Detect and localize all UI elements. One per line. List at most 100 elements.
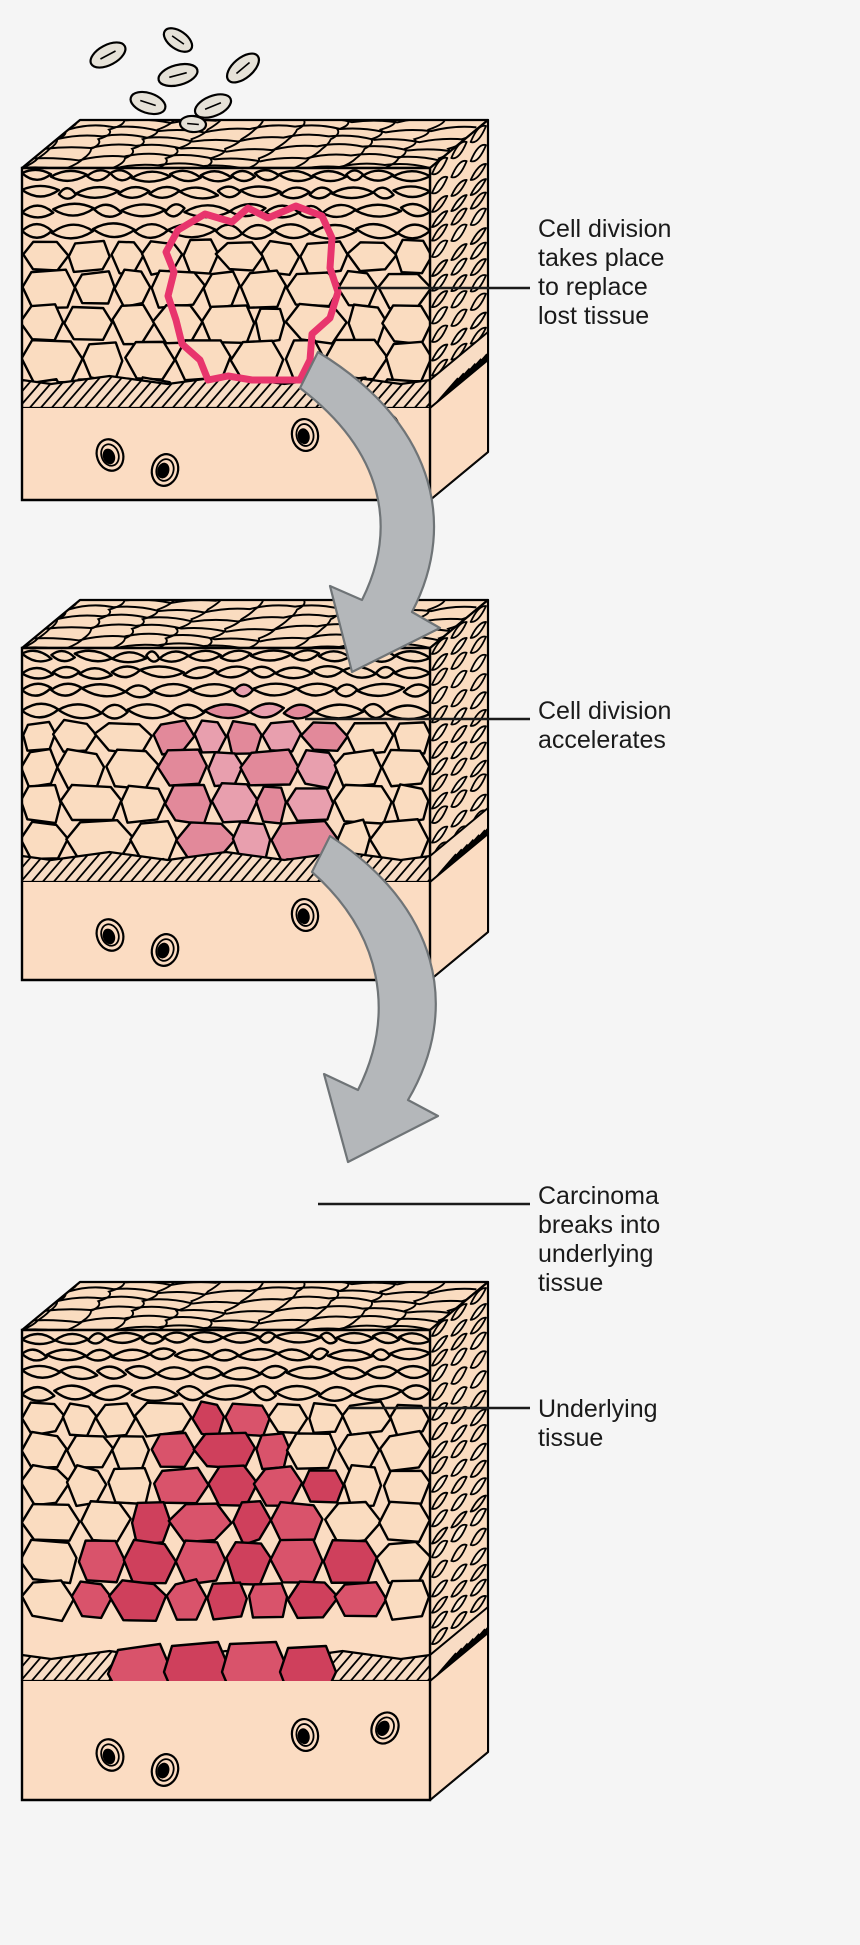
abnormal-cell — [77, 1539, 127, 1584]
epithelial-cell — [110, 651, 148, 664]
epithelial-cell — [22, 240, 70, 272]
epithelial-cell — [148, 1347, 177, 1361]
epithelial-cell — [164, 203, 186, 218]
epithelial-cell — [100, 703, 129, 720]
epithelial-cell — [393, 721, 430, 755]
abnormal-cell — [224, 1402, 271, 1438]
epithelial-cell — [239, 269, 288, 309]
abnormal-cell — [301, 1469, 345, 1504]
epithelial-cell — [74, 185, 120, 199]
epithelial-cell — [295, 682, 337, 697]
epithelial-cell — [22, 184, 61, 198]
epithelial-cell — [274, 666, 314, 680]
epithelial-cell — [346, 241, 398, 273]
epithelial-cell — [371, 1331, 401, 1345]
epithelial-cell — [290, 649, 321, 662]
fibroblast-nucleus — [290, 897, 320, 933]
epithelial-cell — [277, 169, 314, 183]
abnormal-cell — [167, 1502, 233, 1544]
epithelial-cell — [392, 185, 430, 199]
label-underlying-tissue-line-2: tissue — [538, 1424, 603, 1452]
epithelial-cell — [91, 1384, 134, 1402]
epithelial-cell — [276, 1348, 313, 1362]
tissue-block-stage-2 — [20, 598, 490, 982]
epithelial-cell — [22, 666, 55, 680]
epithelial-cell — [109, 169, 133, 182]
abnormal-cell — [255, 1432, 290, 1471]
epithelial-cell — [78, 667, 113, 681]
epithelial-cell — [107, 1466, 152, 1506]
epithelial-cell — [55, 748, 106, 790]
progression-arrow-stage1-to-stage2 — [298, 350, 442, 674]
abnormal-cell — [255, 785, 288, 825]
epithelial-cell — [309, 1347, 330, 1361]
epithelial-cell — [59, 1365, 99, 1381]
epithelial-cell — [230, 169, 257, 183]
shed-cell-detail — [171, 35, 185, 45]
shed-cell-detail — [140, 99, 156, 107]
epithelial-cell — [96, 1365, 128, 1380]
epithelial-cell — [130, 1385, 179, 1403]
epithelial-cell — [380, 748, 430, 788]
epithelial-cell — [308, 186, 333, 200]
epithelial-cell — [392, 169, 430, 183]
abnormal-cell — [286, 1580, 340, 1620]
epithelial-cell — [383, 1579, 430, 1621]
epithelial-cell — [396, 1364, 430, 1380]
shed-cell-detail — [235, 61, 251, 75]
epithelial-cell — [252, 1384, 278, 1402]
abnormal-cell — [333, 1581, 388, 1618]
epithelial-cell — [219, 649, 253, 663]
epithelial-cell — [22, 1463, 72, 1507]
label-underlying-tissue-line-1: Underlying — [538, 1395, 658, 1423]
epithelial-cell — [182, 665, 218, 680]
epithelial-cell — [341, 1400, 392, 1437]
epithelial-cell — [396, 223, 430, 240]
progression-arrow-stage1-to-stage2-body — [298, 350, 442, 674]
epithelial-cell — [394, 238, 430, 275]
epithelial-cell — [397, 1332, 430, 1345]
epithelial-cell — [51, 718, 98, 753]
epithelial-cell — [317, 650, 351, 663]
epithelial-cell — [259, 1364, 289, 1380]
epithelial-cell — [86, 1332, 107, 1345]
epithelial-cell — [57, 186, 78, 200]
epithelial-cell — [402, 683, 430, 698]
epithelial-cell — [59, 783, 123, 822]
epithelial-cell — [285, 1432, 338, 1470]
epithelial-cell — [140, 1332, 165, 1345]
epithelial-cell — [400, 1384, 430, 1401]
label-carcinoma-breaks-into-line-3: underlying — [538, 1240, 653, 1268]
shed-cell-detail — [100, 50, 116, 60]
block-front-outline — [20, 1328, 432, 1802]
epithelial-cell — [199, 170, 233, 183]
epithelial-cell — [92, 203, 123, 218]
epithelial-cell — [342, 1464, 383, 1508]
abnormal-cell — [322, 1538, 378, 1584]
fibroblast-nucleus — [150, 453, 180, 487]
epithelial-cell — [22, 783, 62, 825]
epithelial-cell — [178, 186, 220, 200]
epithelial-cell — [63, 305, 114, 342]
epithelial-cell — [50, 223, 95, 240]
epithelial-cell — [130, 170, 172, 183]
epithelial-cell — [299, 240, 349, 277]
epithelial-cell — [214, 241, 265, 272]
epithelial-cell — [84, 1348, 113, 1362]
underlying-tissue-side — [430, 357, 488, 500]
epithelial-cell — [345, 169, 365, 182]
epithelial-cell — [190, 1365, 224, 1380]
epithelial-cell — [254, 307, 286, 345]
epithelial-cell — [65, 1434, 115, 1469]
epithelial-cell — [388, 1347, 430, 1361]
epithelial-cell — [393, 666, 430, 680]
epithelial-cell — [308, 1402, 345, 1435]
epithelial-cell — [150, 269, 207, 309]
epithelial-cell — [22, 168, 53, 181]
